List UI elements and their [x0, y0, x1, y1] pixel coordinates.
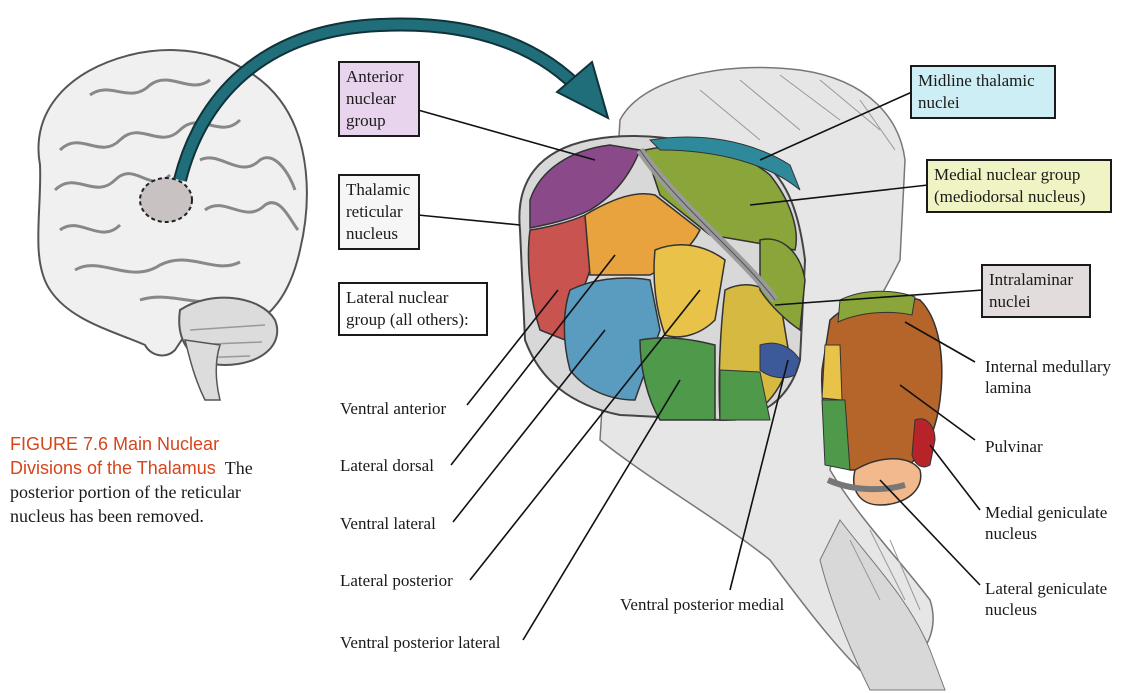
box-line: nuclear	[346, 88, 412, 110]
label-line: nucleus	[985, 599, 1107, 620]
caption-text: The	[225, 458, 253, 478]
caption-text: posterior portion of the reticular	[10, 480, 310, 504]
box-line: Thalamic	[346, 179, 412, 201]
figure-caption: FIGURE 7.6 Main Nuclear Divisions of the…	[10, 432, 310, 528]
intralaminar-nuclei-box: Intralaminar nuclei	[981, 264, 1091, 318]
label-ventral-posterior-medial: Ventral posterior medial	[620, 594, 784, 615]
label-ventral-anterior: Ventral anterior	[340, 398, 446, 419]
box-line: reticular	[346, 201, 412, 223]
label-line: nucleus	[985, 523, 1107, 544]
thalamic-reticular-nucleus-box: Thalamic reticular nucleus	[338, 174, 420, 250]
label-ventral-posterior-lateral: Ventral posterior lateral	[340, 632, 501, 653]
box-line: nucleus	[346, 223, 412, 245]
box-line: Anterior	[346, 66, 412, 88]
midline-thalamic-nuclei-box: Midline thalamic nuclei	[910, 65, 1056, 119]
anterior-nuclear-group-box: Anterior nuclear group	[338, 61, 420, 137]
label-lateral-geniculate-nucleus: Lateral geniculate nucleus	[985, 578, 1107, 620]
label-line: Lateral geniculate	[985, 578, 1107, 599]
box-line: Medial nuclear group	[934, 164, 1104, 186]
medial-nuclear-group-box: Medial nuclear group (mediodorsal nucleu…	[926, 159, 1112, 213]
label-ventral-lateral: Ventral lateral	[340, 513, 436, 534]
box-line: Midline thalamic	[918, 70, 1048, 92]
box-line: nuclei	[918, 92, 1048, 114]
caption-text: nucleus has been removed.	[10, 504, 310, 528]
label-line: lamina	[985, 377, 1111, 398]
label-lateral-dorsal: Lateral dorsal	[340, 455, 434, 476]
label-line: Internal medullary	[985, 356, 1111, 377]
label-internal-medullary-lamina: Internal medullary lamina	[985, 356, 1111, 398]
lateral-nuclear-group-box: Lateral nuclear group (all others):	[338, 282, 488, 336]
caption-title-line: Divisions of the Thalamus	[10, 458, 216, 478]
box-line: Intralaminar	[989, 269, 1083, 291]
label-line: Medial geniculate	[985, 502, 1107, 523]
box-line: Lateral nuclear	[346, 287, 480, 309]
caption-title-line: FIGURE 7.6 Main Nuclear	[10, 432, 310, 456]
box-line: nuclei	[989, 291, 1083, 313]
box-line: group (all others):	[346, 309, 480, 331]
box-line: group	[346, 110, 412, 132]
box-line: (mediodorsal nucleus)	[934, 186, 1104, 208]
label-lateral-posterior: Lateral posterior	[340, 570, 453, 591]
label-medial-geniculate-nucleus: Medial geniculate nucleus	[985, 502, 1107, 544]
brain-thumbnail	[38, 50, 307, 400]
label-pulvinar: Pulvinar	[985, 436, 1043, 457]
